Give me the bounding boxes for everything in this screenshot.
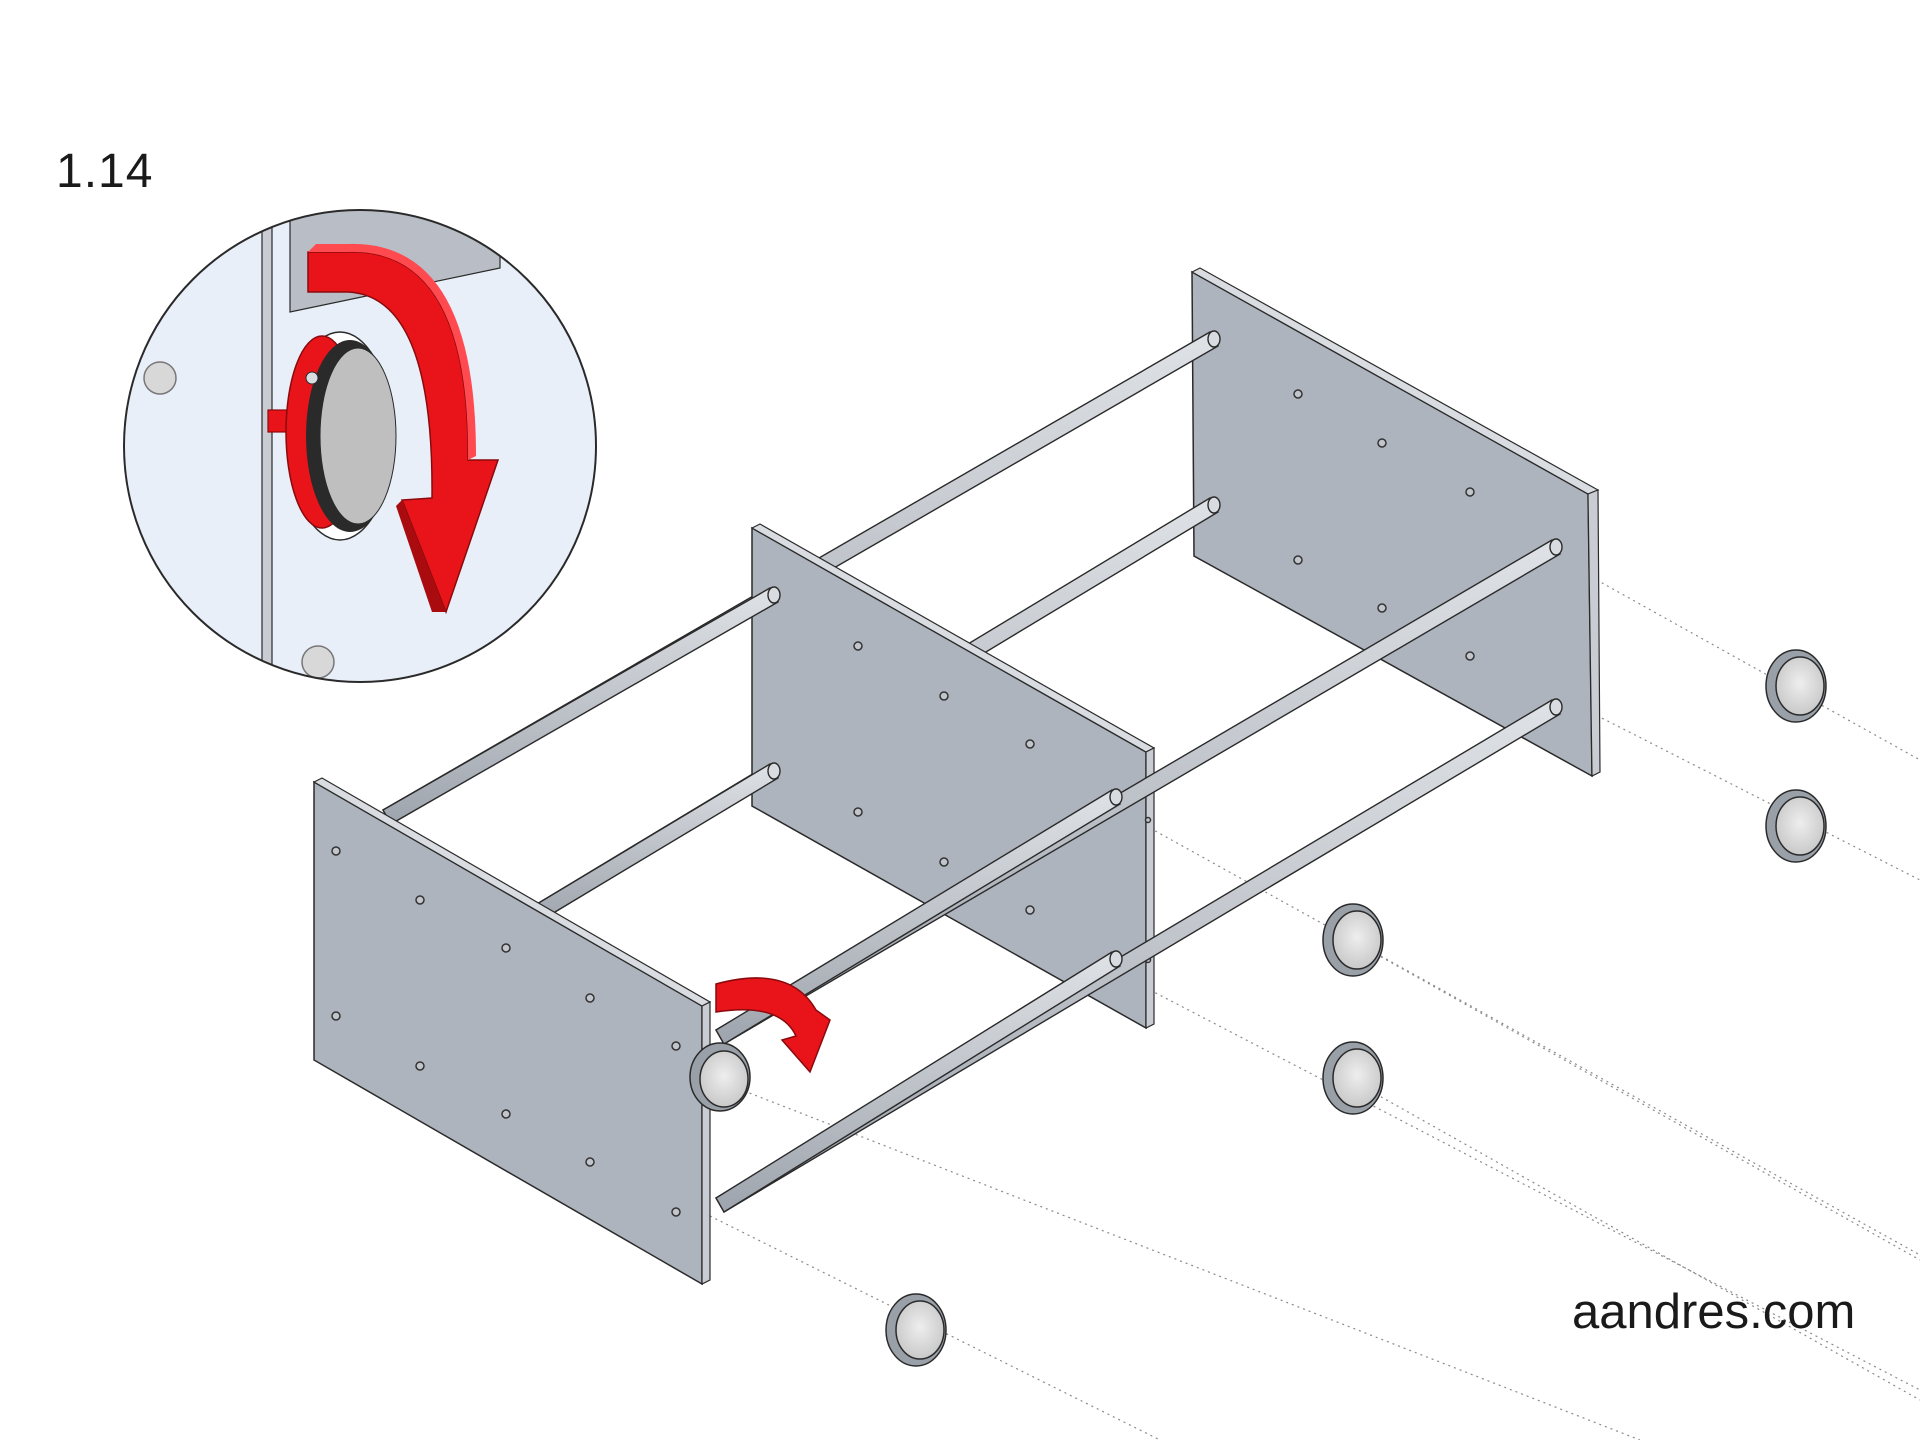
detail-magnifier: [123, 209, 597, 683]
back-panel: [1190, 267, 1601, 778]
end-cap: [885, 1293, 947, 1367]
screw-holes: [1293, 389, 1475, 661]
middle-panel: [750, 523, 1156, 1030]
front-rods: [382, 538, 1563, 1213]
front-panel: [312, 777, 712, 1286]
screw-head-icon: [143, 361, 335, 679]
mounted-end-cap: [689, 1042, 751, 1112]
loose-end-caps: [885, 649, 1827, 1367]
end-cap: [1765, 789, 1827, 863]
website-label: aandres.com: [1572, 1285, 1856, 1339]
end-cap: [1322, 1041, 1384, 1115]
curved-rotate-arrow-icon: [307, 243, 500, 615]
step-number: 1.14: [56, 145, 154, 198]
end-cap: [1322, 903, 1384, 977]
end-cap: [1765, 649, 1827, 723]
guide-lines: [709, 573, 1920, 1441]
rotate-arrow-icon: [715, 977, 831, 1074]
